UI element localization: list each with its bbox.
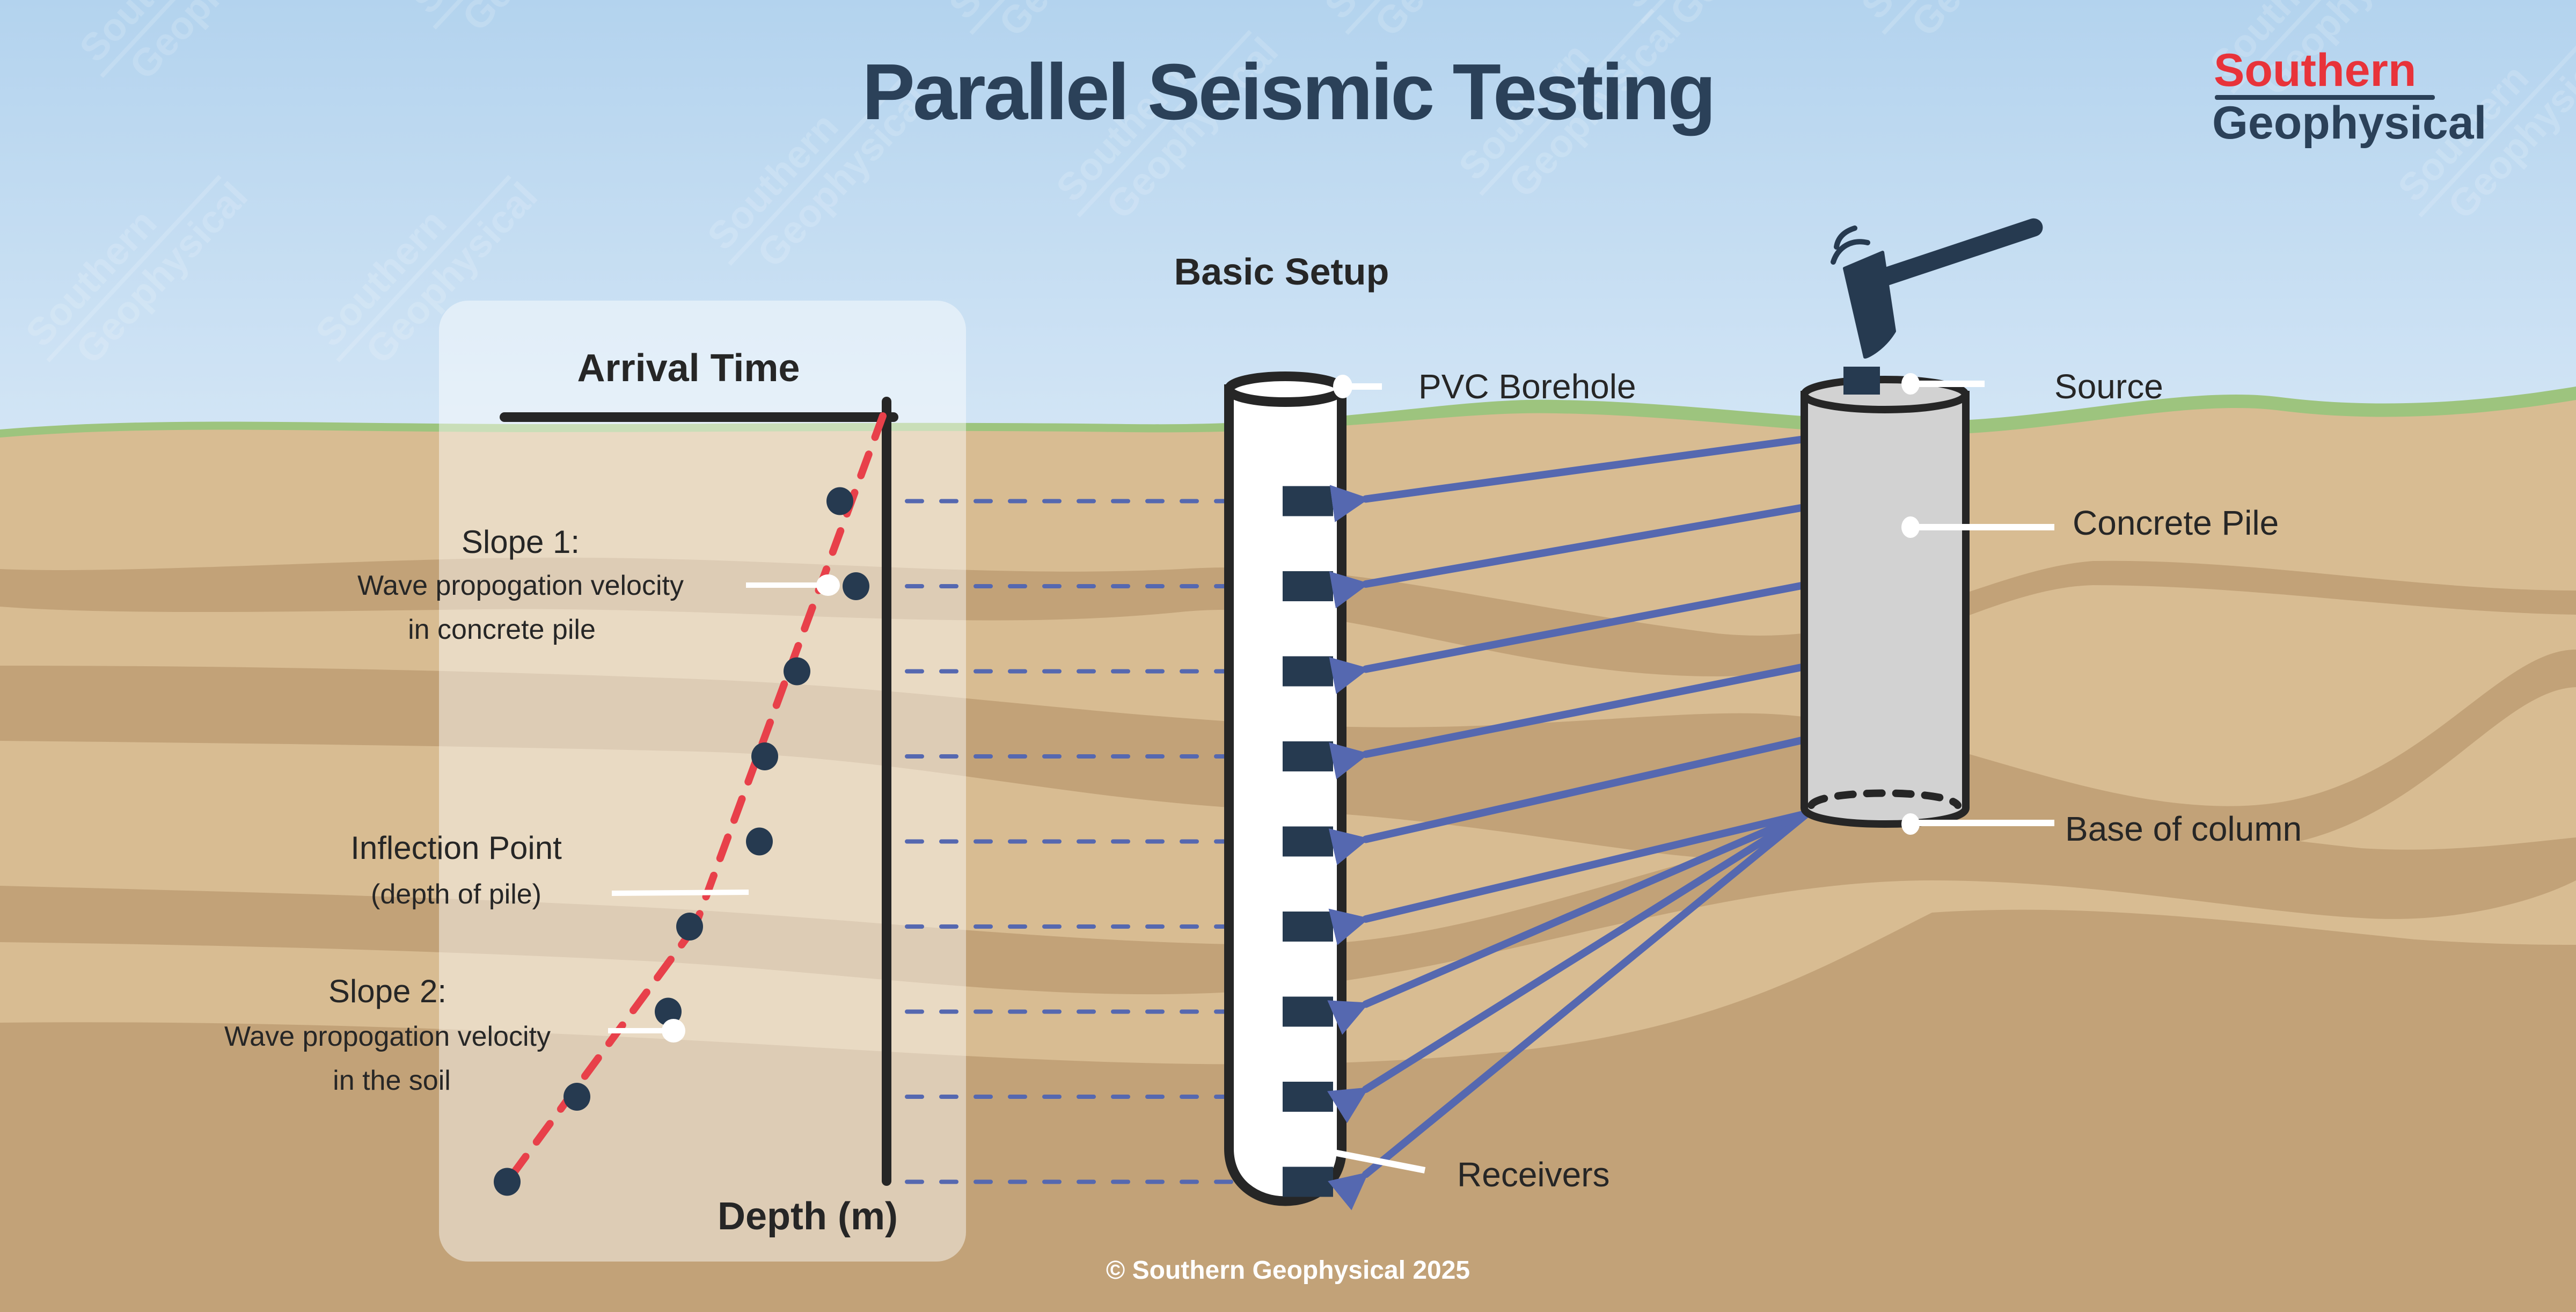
slope1-line1: Wave propogation velocity: [357, 570, 684, 601]
guide-lines: [905, 499, 1282, 1184]
slope2-leader-dot: [662, 1019, 685, 1043]
receiver: [1283, 486, 1333, 516]
data-point: [784, 657, 810, 686]
page-title: Parallel Seismic Testing: [862, 48, 1714, 136]
data-point: [676, 913, 703, 941]
receivers-label: Receivers: [1457, 1155, 1610, 1194]
pvc-borehole-label: PVC Borehole: [1418, 367, 1636, 406]
wave-arrow: [1329, 663, 1808, 779]
wave-arrow: [1327, 810, 1811, 1035]
y-axis-label: Depth (m): [718, 1195, 898, 1238]
concrete-pile-label: Concrete Pile: [2073, 504, 2279, 542]
fit-line-2: [503, 923, 699, 1186]
pile-body: [1801, 391, 1970, 828]
borehole-top: [1224, 371, 1346, 407]
logo-southern: Southern: [2214, 45, 2416, 96]
receivers: [1283, 486, 1333, 1197]
x-axis-label: Arrival Time: [577, 347, 800, 390]
setup-labels: PVC Borehole Source Concrete Pile Base o…: [1304, 367, 2302, 1194]
wave-arrow: [1329, 435, 1808, 522]
data-point: [655, 997, 682, 1026]
wave-arrow: [1327, 810, 1811, 1124]
receiver: [1283, 996, 1333, 1027]
data-point: [826, 487, 853, 515]
slope2-line1: Wave propogation velocity: [224, 1021, 551, 1052]
receiver: [1283, 1167, 1333, 1197]
soil-band-1: [0, 557, 2576, 676]
slope1-line2: in concrete pile: [408, 614, 596, 645]
source-label: Source: [2054, 367, 2163, 406]
data-point: [746, 827, 773, 856]
inflection-title: Inflection Point: [350, 830, 562, 866]
receiver: [1283, 912, 1333, 942]
wave-arrow: [1328, 736, 1808, 865]
source-block: [1843, 367, 1880, 395]
pvc-borehole: [1224, 371, 1346, 1206]
receiver: [1283, 826, 1333, 857]
slope2-title: Slope 2:: [328, 973, 447, 1009]
copyright: © Southern Geophysical 2025: [1106, 1256, 1470, 1285]
wave-arrows: [1327, 435, 1811, 1211]
pile-base-hidden-edge: [1807, 789, 1962, 809]
wave-arrow: [1329, 581, 1808, 694]
slope1-leader-dot: [816, 574, 840, 596]
receiver: [1283, 571, 1333, 601]
arrival-time-panel: Arrival Time Depth (m) Slope 1: Wave pro…: [224, 301, 966, 1262]
data-point: [494, 1168, 521, 1196]
receiver-leader: [1314, 1146, 1426, 1173]
data-point: [564, 1083, 590, 1111]
data-point: [751, 742, 778, 770]
wave-arrow: [1328, 810, 1811, 1211]
slope2-line2: in the soil: [333, 1065, 451, 1096]
company-logo: Southern Geophysical: [2212, 45, 2486, 149]
base-of-column-label: Base of column: [2065, 810, 2302, 848]
receiver: [1283, 1082, 1333, 1112]
hammer-icon: [1831, 218, 2043, 359]
vibration-mark-1: [1834, 225, 1857, 250]
inflection-leader: [611, 890, 749, 896]
logo-divider: [2215, 95, 2435, 100]
inflection-subtitle: (depth of pile): [371, 879, 541, 910]
concrete-pile: [1801, 376, 1970, 828]
receiver: [1283, 741, 1333, 771]
receiver: [1283, 656, 1333, 687]
vibration-mark-2: [1831, 239, 1870, 265]
wave-arrow: [1328, 810, 1811, 945]
data-points: [494, 487, 869, 1196]
slope1-title: Slope 1:: [462, 524, 580, 560]
soil-band-3: [0, 815, 2576, 995]
wave-arrow: [1329, 504, 1808, 609]
setup-heading: Basic Setup: [1174, 251, 1389, 293]
logo-geophysical: Geophysical: [2212, 97, 2486, 149]
data-point: [843, 572, 869, 600]
